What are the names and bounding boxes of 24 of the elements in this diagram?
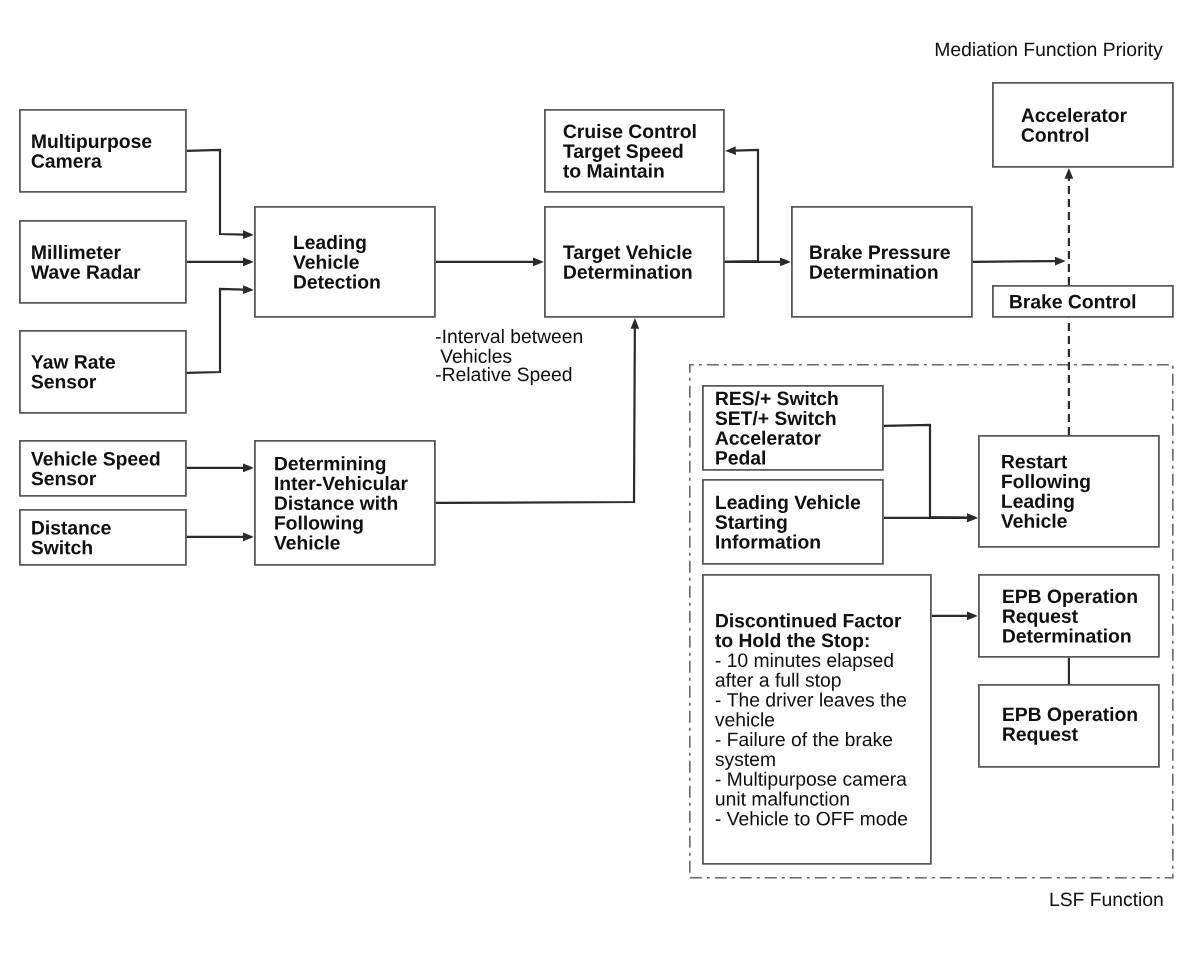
process-box: Brake Control	[992, 285, 1174, 318]
connector-line	[1067, 657, 1070, 684]
process-box: Determining Inter-Vehicular Distance with Following Vehicle	[254, 440, 436, 566]
process-box: Multipurpose Camera	[19, 109, 187, 193]
process-box: Restart Following Leading Vehicle	[978, 435, 1160, 548]
process-box: Millimeter Wave Radar	[19, 220, 187, 304]
process-box: EPB Operation Request	[978, 684, 1160, 768]
node-label: LSF Function	[1050, 892, 1163, 907]
process-box: Accelerator Control	[992, 82, 1174, 168]
process-box: Cruise Control Target Speed to Maintain	[544, 109, 725, 193]
heading-text: Mediation Function Priority	[935, 42, 1163, 60]
process-box: Target Vehicle Determination	[544, 206, 725, 318]
annotation-text: -Interval between Vehicles	[436, 329, 582, 363]
process-box: RES/+ Switch SET/+ Switch Accelerator Pedal	[702, 385, 884, 471]
process-box: Yaw Rate Sensor	[19, 330, 187, 414]
process-box: Vehicle Speed Sensor	[19, 440, 187, 497]
annotation-text: -Relative Speed	[436, 367, 572, 385]
process-box: Leading Vehicle Detection	[254, 206, 436, 318]
process-box: Discontinued Factor to Hold the Stop: - 10 minutes elapsed after a full stop - The driver leaves the vehicle - Failure of the brake system - Multipurpose camera unit malfunction - Vehicle to OFF mode	[702, 574, 932, 865]
arrow	[724, 146, 760, 263]
process-box: Brake Pressure Determination	[791, 206, 973, 318]
process-box: Leading Vehicle Starting Information	[702, 479, 884, 565]
process-box: EPB Operation Request Determination	[978, 574, 1160, 658]
process-box: Distance Switch	[19, 509, 187, 566]
